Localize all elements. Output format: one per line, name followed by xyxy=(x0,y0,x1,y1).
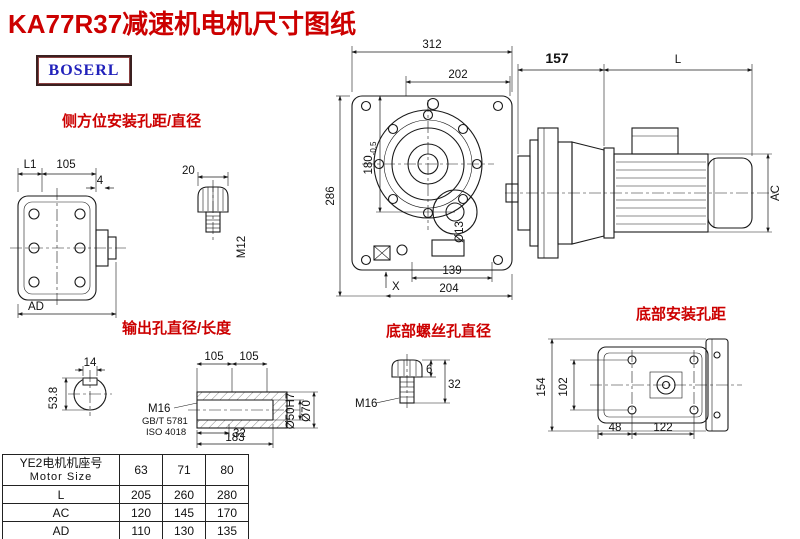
dim-202: 202 xyxy=(448,69,467,81)
table-size-71: 71 xyxy=(162,454,206,486)
page-title: KA77R37减速机电机尺寸图纸 xyxy=(8,9,357,39)
dim-AD: AD xyxy=(28,301,44,313)
dim-14: 14 xyxy=(84,357,97,369)
value-AC-80: 170 xyxy=(205,503,249,522)
brand-logo: BOSERL xyxy=(36,55,132,86)
row-label-L: L xyxy=(2,485,120,504)
terminal-box xyxy=(631,127,679,155)
table-header-en: Motor Size xyxy=(29,471,93,483)
label-output-hole: 输出孔直径/长度 xyxy=(122,320,232,337)
fan-cover xyxy=(707,157,753,229)
dim-M16-screw: M16 xyxy=(355,398,377,410)
standard-gb: GB/T 5781 xyxy=(142,416,188,427)
dim-105-side: 105 xyxy=(56,159,75,171)
dim-32-screw: 32 xyxy=(448,379,461,391)
dim-204: 204 xyxy=(439,283,459,295)
value-AC-63: 120 xyxy=(119,503,163,522)
dim-122: 122 xyxy=(653,422,672,434)
standard-iso: ISO 4018 xyxy=(146,427,186,438)
dim-32-output: 32 xyxy=(233,428,246,440)
view-motor-assembly: 157 L AC xyxy=(505,50,782,259)
table-row-AD: AD 110 130 135 xyxy=(2,521,249,539)
dim-105-a: 105 xyxy=(204,351,223,363)
row-label-AC: AC xyxy=(2,503,120,522)
dim-L: L xyxy=(675,54,682,66)
dim-53-8: 53.8 xyxy=(48,387,60,409)
dim-M16-output: M16 xyxy=(148,403,170,415)
dim-bore-50: Ø50H7 xyxy=(285,393,297,429)
dim-hole-diameter: Ø13 xyxy=(454,221,466,243)
motor-size-table: YE2电机机座号 Motor Size 63 71 80 L 205 260 2… xyxy=(2,454,249,539)
table-row-L: L 205 260 280 xyxy=(2,485,249,504)
table-header-cell: YE2电机机座号 Motor Size xyxy=(2,454,120,486)
dim-180: 180-0.5 xyxy=(363,141,378,175)
dim-157: 157 xyxy=(545,50,569,66)
label-side-mount-holes: 侧方位安装孔距/直径 xyxy=(62,113,202,130)
view-shaft-section: 14 53.8 xyxy=(48,357,112,416)
dim-70: Ø70 xyxy=(301,400,313,422)
table-size-80: 80 xyxy=(205,454,249,486)
dim-286: 286 xyxy=(325,186,337,205)
dim-105-b: 105 xyxy=(239,351,258,363)
dim-L1: L1 xyxy=(24,159,37,171)
view-bolt-m12: 20 M12 xyxy=(182,165,248,258)
table-header-cn: YE2电机机座号 xyxy=(19,456,103,470)
brand-logo-text: BOSERL xyxy=(48,61,120,79)
dim-20: 20 xyxy=(182,165,195,177)
dim-139: 139 xyxy=(442,265,461,277)
value-L-63: 205 xyxy=(119,485,163,504)
dim-4: 4 xyxy=(97,175,104,187)
motor-fins xyxy=(616,161,706,225)
view-front: 312 202 286 180-0.5 Ø13 X 139 xyxy=(325,39,513,300)
table-row-AC: AC 120 145 170 xyxy=(2,503,249,522)
row-label-AD: AD xyxy=(2,521,120,539)
value-AD-63: 110 xyxy=(119,521,163,539)
dim-312: 312 xyxy=(422,39,441,51)
dim-AC: AC xyxy=(770,185,782,201)
dim-6: 6 xyxy=(426,364,432,376)
dim-M12: M12 xyxy=(236,236,248,258)
value-L-80: 280 xyxy=(205,485,249,504)
label-bottom-mount-holes: 底部安装孔距 xyxy=(636,306,727,323)
view-left-side: L1 105 4 AD xyxy=(10,159,126,318)
view-bottom: 154 102 48 122 xyxy=(536,338,742,439)
dim-154: 154 xyxy=(536,377,548,397)
dim-102: 102 xyxy=(558,377,570,396)
view-output-shaft: 105 105 M16 GB/T 5781 ISO 4018 32 183 Ø xyxy=(142,351,318,448)
dim-X: X xyxy=(392,281,400,293)
table-row-header: YE2电机机座号 Motor Size 63 71 80 xyxy=(2,454,249,486)
value-AC-71: 145 xyxy=(162,503,206,522)
table-size-63: 63 xyxy=(119,454,163,486)
dim-183: 183 xyxy=(225,432,244,444)
dim-48: 48 xyxy=(609,422,622,434)
view-bolt-m16: M16 6 32 xyxy=(355,354,461,410)
value-AD-71: 130 xyxy=(162,521,206,539)
label-bottom-screw-hole: 底部螺丝孔直径 xyxy=(386,323,492,340)
value-L-71: 260 xyxy=(162,485,206,504)
value-AD-80: 135 xyxy=(205,521,249,539)
